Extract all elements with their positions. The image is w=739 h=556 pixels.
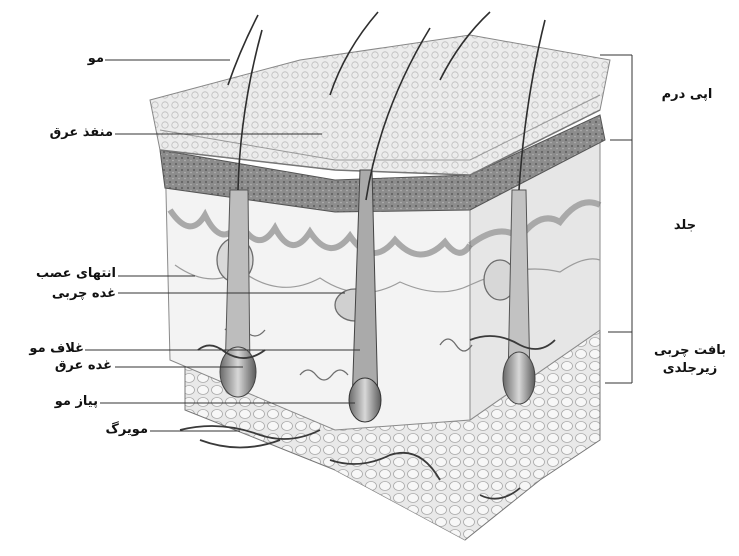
label-sweat-gland: غده عرق: [28, 358, 112, 374]
label-hair-bulb: پیاز مو: [30, 394, 98, 410]
right-bracket: [600, 55, 632, 383]
label-epidermis: اپی درم: [648, 87, 726, 103]
label-sweat-pore: منفذ عرق: [20, 125, 113, 141]
label-nerve-ending: انتهای عصب: [8, 266, 116, 282]
label-hypodermis-line1: بافت چربی: [646, 343, 734, 359]
label-sebaceous-gland: غده چربی: [30, 286, 116, 302]
label-dermis: جلد: [660, 218, 710, 234]
label-hair: مو: [82, 51, 104, 67]
label-hair-sheath: غلاف مو: [8, 341, 84, 357]
label-hypodermis-line2: زیرجلدی: [646, 361, 734, 377]
label-capillary: مویرگ: [86, 422, 148, 438]
